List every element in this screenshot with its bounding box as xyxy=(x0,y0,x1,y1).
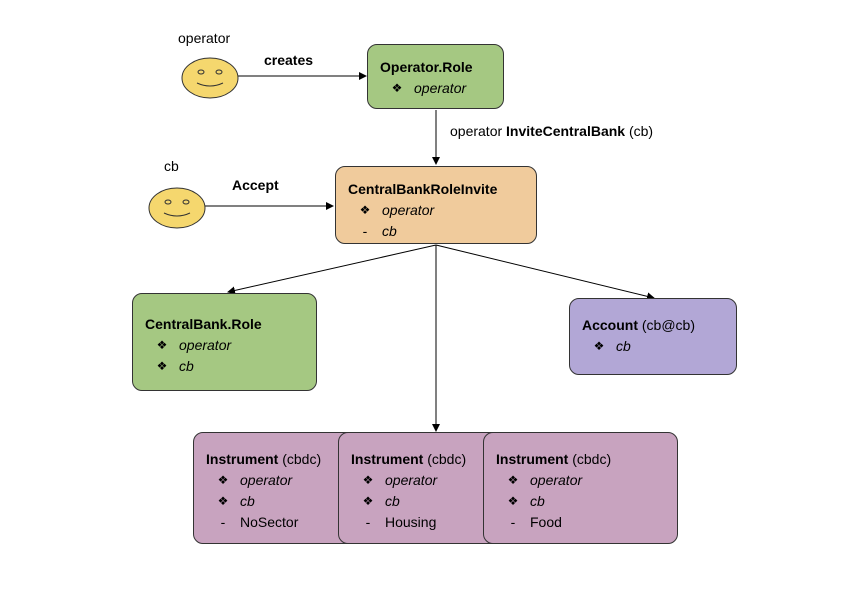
dash-marker: - xyxy=(220,514,226,530)
bullet-icon: ❖ xyxy=(217,494,229,508)
node-item: operator xyxy=(414,80,467,96)
invite-suffix: (cb) xyxy=(628,123,654,139)
node-title-suffix: (cbdc) xyxy=(572,451,612,467)
node-item: cb xyxy=(385,493,400,509)
bullet-icon: ❖ xyxy=(217,473,229,487)
node-item: operator xyxy=(382,202,435,218)
node-item: operator xyxy=(385,472,438,488)
node-title: Operator.Role xyxy=(380,59,473,75)
bullet-icon: ❖ xyxy=(507,473,519,487)
invite-action: InviteCentralBank xyxy=(506,123,626,139)
bullet-icon: ❖ xyxy=(359,203,371,217)
arrow-to-cb-role xyxy=(227,244,437,295)
cb-role-invite-node: CentralBankRoleInvite ❖ operator -cb xyxy=(335,166,537,244)
account-node: Account (cb@cb) ❖ cb xyxy=(569,298,737,375)
bullet-icon: ❖ xyxy=(362,473,374,487)
node-title-suffix: (cbdc) xyxy=(427,451,467,467)
node-title-suffix: (cb@cb) xyxy=(641,317,695,333)
node-title: Instrument xyxy=(351,451,424,467)
node-title: CentralBank.Role xyxy=(145,316,262,332)
bullet-icon: ❖ xyxy=(507,494,519,508)
creates-label: creates xyxy=(264,52,314,68)
node-item: cb xyxy=(240,493,255,509)
instrument-node: Instrument (cbdc) ❖ operator ❖ cb -Food xyxy=(483,432,678,544)
bullet-icon: ❖ xyxy=(391,81,403,95)
node-item: cb xyxy=(179,358,194,374)
cb-actor-label: cb xyxy=(164,158,179,174)
arrow-to-account xyxy=(435,244,655,301)
accept-label: Accept xyxy=(232,177,279,193)
bullet-icon: ❖ xyxy=(156,359,168,373)
bullet-icon: ❖ xyxy=(593,339,605,353)
smiley-face-icon xyxy=(148,187,206,229)
cb-role-node: CentralBank.Role ❖ operator ❖ cb xyxy=(132,293,317,391)
invite-edge-label: operator InviteCentralBank (cb) xyxy=(450,123,653,139)
node-item: operator xyxy=(530,472,583,488)
node-title-suffix: (cbdc) xyxy=(282,451,322,467)
node-item: operator xyxy=(179,337,232,353)
node-title: Instrument xyxy=(496,451,569,467)
node-item: cb xyxy=(530,493,545,509)
node-item: operator xyxy=(240,472,293,488)
bullet-icon: ❖ xyxy=(156,338,168,352)
node-item: cb xyxy=(382,223,397,239)
node-title: Instrument xyxy=(206,451,279,467)
node-sector: NoSector xyxy=(240,514,299,530)
invite-prefix: operator xyxy=(450,123,503,139)
node-sector: Food xyxy=(530,514,562,530)
dash-marker: - xyxy=(362,223,368,239)
node-sector: Housing xyxy=(385,514,437,530)
dash-marker: - xyxy=(365,514,371,530)
operator-actor-label: operator xyxy=(178,30,231,46)
bullet-icon: ❖ xyxy=(362,494,374,508)
node-title: Account xyxy=(582,317,638,333)
dash-marker: - xyxy=(510,514,516,530)
operator-role-node: Operator.Role ❖ operator xyxy=(367,44,504,109)
node-title: CentralBankRoleInvite xyxy=(348,181,498,197)
node-item: cb xyxy=(616,338,631,354)
smiley-face-icon xyxy=(181,57,239,99)
